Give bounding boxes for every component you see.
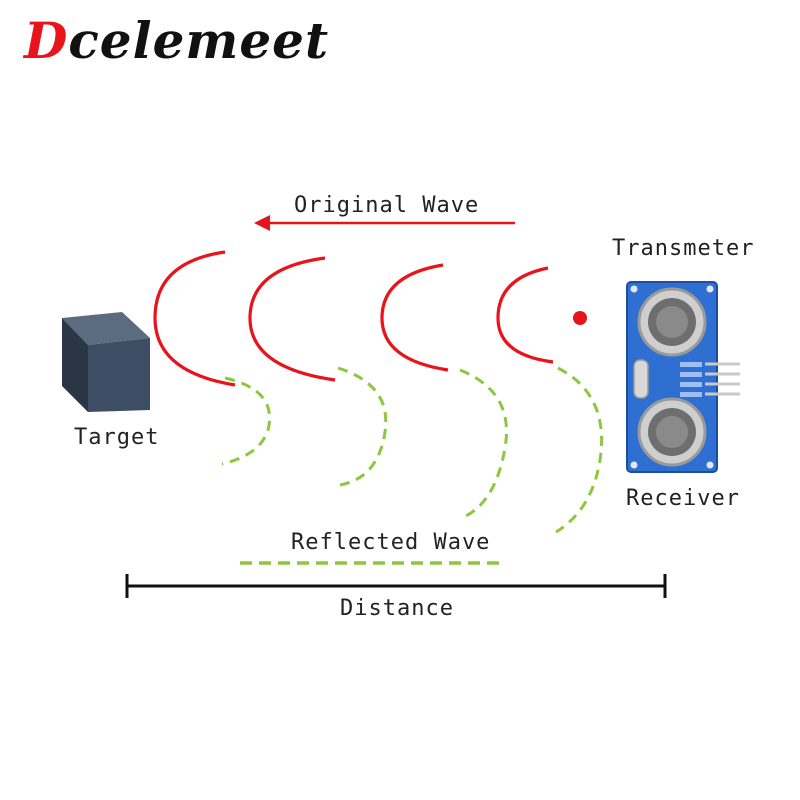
reflected-wave-label: Reflected Wave [291, 530, 491, 555]
receiver-label: Receiver [626, 486, 740, 511]
original-wave-arcs [153, 250, 554, 387]
distance-label: Distance [340, 596, 454, 621]
reflected-wave-arc [337, 366, 388, 487]
cube-icon [62, 312, 150, 412]
target-label: Target [74, 425, 160, 450]
original-wave-arrow [254, 215, 515, 231]
original-wave-arc [248, 256, 336, 382]
reflected-wave-arc [221, 376, 271, 466]
original-wave-label: Original Wave [294, 193, 480, 218]
reflected-wave-arcs [221, 366, 604, 534]
brand-logo: Dcelemeet [24, 16, 329, 66]
ultrasonic-sensor-icon [626, 281, 740, 473]
reflected-wave-arc [459, 368, 508, 518]
red-dot-icon [573, 311, 587, 325]
original-wave-arc [496, 266, 554, 364]
brand-logo-initial: D [24, 11, 69, 70]
transmeter-label: Transmeter [612, 236, 755, 261]
original-wave-arc [153, 250, 236, 387]
brand-logo-rest: celemeet [68, 11, 330, 70]
reflected-wave-arc [555, 366, 604, 534]
original-wave-arc [380, 263, 449, 372]
distance-bar [125, 574, 667, 598]
